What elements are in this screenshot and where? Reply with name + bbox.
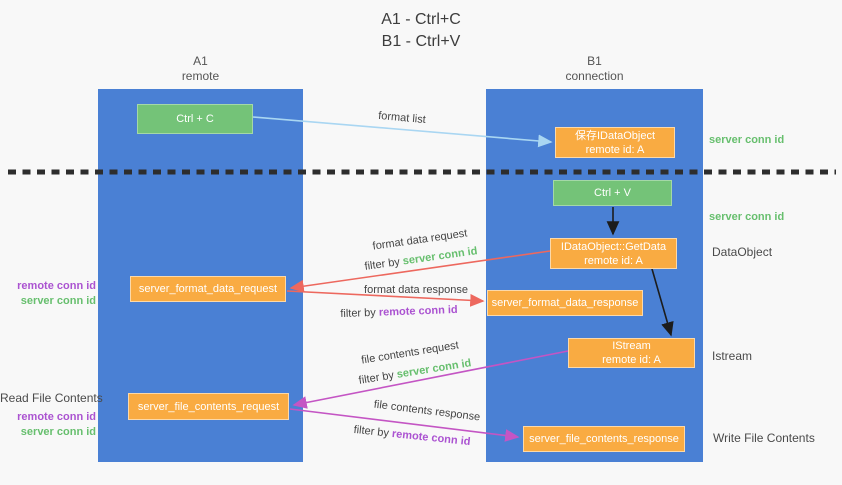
lane-a1-title: A1 [193, 54, 208, 68]
label-server-conn-id-mid: server conn id [709, 211, 785, 223]
node-server-format-data-response: server_format_data_response [487, 290, 643, 316]
label-file-contents-response: file contents response [373, 398, 481, 424]
node-file-request-label: server_file_contents_request [137, 400, 280, 413]
lane-b1-subtitle: connection [565, 69, 624, 83]
node-istream-line2: remote id: A [602, 354, 661, 366]
node-server-format-data-request: server_format_data_request [130, 276, 286, 302]
remote-conn-id-text: remote conn id [391, 427, 471, 449]
node-getdata-line2: remote id: A [584, 254, 643, 267]
diagram-title: A1 - Ctrl+C B1 - Ctrl+V [0, 9, 842, 53]
title-line-1: A1 - Ctrl+C [381, 11, 461, 28]
server-conn-id-text: server conn id [402, 245, 479, 268]
label-server-conn-id: server conn id [20, 295, 96, 307]
label-filter-by-remote-conn-id-1: filter by remote conn id [340, 304, 458, 320]
filter-by-text: filter by [357, 369, 395, 387]
label-format-data-response: format data response [364, 284, 468, 296]
label-server-conn-id: server conn id [20, 426, 96, 438]
lane-a1-subtitle: remote [181, 69, 220, 83]
node-istream-line1: IStream [612, 340, 651, 352]
node-ctrl-v-label: Ctrl + V [594, 187, 631, 199]
label-server-conn-id-top: server conn id [709, 134, 785, 146]
remote-conn-id-text: remote conn id [378, 303, 458, 319]
label-read-file-contents: Read File Contents [0, 391, 103, 405]
node-idataobject-getdata: IDataObject::GetData remote id: A [550, 238, 677, 269]
label-remote-conn-id: remote conn id [17, 280, 96, 292]
label-conn-ids-left-bottom: remote conn id server conn id [0, 410, 96, 440]
label-conn-ids-left-mid: remote conn id server conn id [0, 279, 96, 309]
node-ctrl-c-label: Ctrl + C [176, 113, 214, 125]
title-line-2: B1 - Ctrl+V [381, 33, 461, 50]
label-write-file-contents: Write File Contents [713, 431, 815, 445]
filter-by-text: filter by [353, 423, 390, 440]
filter-by-text: filter by [363, 256, 401, 273]
node-istream: IStream remote id: A [568, 338, 695, 368]
node-save-line1: 保存IDataObject [574, 129, 656, 142]
node-save-line2: remote id: A [585, 143, 645, 156]
node-format-response-label: server_format_data_response [491, 297, 639, 309]
label-format-list: format list [377, 109, 427, 127]
lane-header-a1: A1 remote [98, 54, 303, 84]
node-format-request-label: server_format_data_request [138, 283, 278, 295]
node-save-idataobject: 保存IDataObject remote id: A [555, 127, 675, 158]
label-dataobject: DataObject [712, 245, 773, 259]
lane-header-b1: B1 connection [486, 54, 703, 84]
label-istream: Istream [712, 349, 753, 363]
label-remote-conn-id: remote conn id [17, 411, 96, 423]
node-ctrl-c: Ctrl + C [137, 104, 253, 134]
node-server-file-contents-request: server_file_contents_request [128, 393, 289, 420]
node-ctrl-v: Ctrl + V [553, 180, 672, 206]
lane-b1-title: B1 [587, 54, 602, 68]
server-conn-id-text: server conn id [395, 357, 473, 381]
filter-by-text: filter by [340, 306, 377, 321]
node-getdata-line1: IDataObject::GetData [560, 240, 667, 253]
node-server-file-contents-response: server_file_contents_response [523, 426, 685, 452]
node-file-response-label: server_file_contents_response [529, 433, 679, 445]
label-filter-by-remote-conn-id-2: filter by remote conn id [353, 424, 471, 448]
